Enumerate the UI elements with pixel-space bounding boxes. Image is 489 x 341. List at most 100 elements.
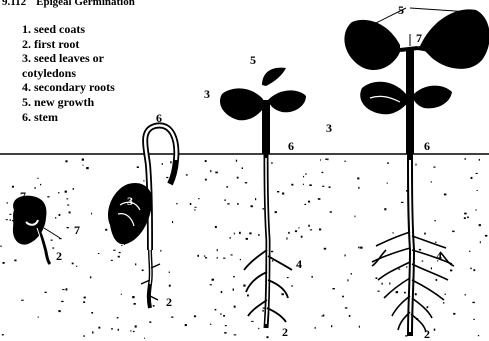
soil-speck bbox=[162, 163, 163, 165]
soil-speck bbox=[329, 186, 331, 188]
soil-speck bbox=[322, 172, 324, 173]
callout-stage4-five: 5 bbox=[398, 4, 404, 16]
soil-speck bbox=[398, 269, 400, 270]
soil-speck bbox=[282, 193, 284, 195]
soil-speck bbox=[47, 196, 49, 197]
soil-speck bbox=[58, 310, 60, 312]
stage-3-new-growth bbox=[262, 68, 286, 86]
soil-speck bbox=[479, 159, 480, 161]
soil-speck bbox=[86, 167, 89, 169]
soil-speck bbox=[142, 270, 144, 272]
soil-speck bbox=[55, 217, 56, 219]
soil-speck bbox=[83, 165, 84, 166]
callout-stage3-five: 5 bbox=[250, 54, 256, 66]
soil-speck bbox=[478, 335, 479, 336]
soil-speck bbox=[401, 202, 404, 203]
legend: 1. seed coats 2. first root 3. seed leav… bbox=[22, 22, 142, 124]
soil-speck bbox=[251, 321, 254, 322]
soil-speck bbox=[38, 317, 39, 318]
soil-speck bbox=[323, 315, 324, 317]
soil-speck bbox=[332, 288, 335, 289]
soil-speck bbox=[434, 329, 436, 331]
soil-speck bbox=[144, 338, 145, 339]
soil-speck bbox=[291, 184, 293, 186]
soil-speck bbox=[312, 276, 313, 278]
soil-speck bbox=[0, 246, 2, 247]
soil-speck bbox=[224, 199, 225, 201]
soil-speck bbox=[309, 184, 312, 186]
soil-speck bbox=[239, 232, 241, 234]
soil-speck bbox=[135, 263, 136, 265]
soil-speck bbox=[464, 217, 466, 219]
soil-speck bbox=[251, 205, 253, 207]
callout-stage3-six: 6 bbox=[288, 140, 294, 152]
callout-stage4-two: 2 bbox=[424, 328, 430, 340]
soil-speck bbox=[435, 242, 437, 243]
soil-speck bbox=[310, 229, 312, 230]
soil-speck bbox=[172, 221, 173, 223]
soil-speck bbox=[445, 294, 446, 295]
soil-speck bbox=[452, 231, 454, 233]
stage-4-cotyledon-left bbox=[360, 82, 410, 115]
seedling-stage-1 bbox=[13, 196, 50, 264]
soil-speck bbox=[427, 306, 429, 308]
stage-4-new-growth-right bbox=[420, 9, 489, 69]
soil-speck bbox=[476, 209, 477, 210]
soil-speck bbox=[67, 227, 69, 228]
soil-speck bbox=[389, 283, 390, 285]
soil-speck bbox=[415, 293, 417, 295]
soil-speck bbox=[166, 177, 168, 178]
soil-speck bbox=[119, 252, 121, 253]
soil-speck bbox=[132, 296, 134, 298]
soil-speck bbox=[450, 270, 452, 272]
soil-speck bbox=[298, 227, 299, 228]
soil-speck bbox=[288, 232, 290, 234]
soil-speck bbox=[324, 248, 327, 250]
soil-speck bbox=[434, 220, 435, 221]
soil-speck bbox=[351, 273, 352, 274]
soil-speck bbox=[223, 315, 225, 317]
callout-stage1-seven: 7 bbox=[74, 224, 80, 236]
soil-speck bbox=[271, 162, 273, 163]
soil-speck bbox=[247, 295, 249, 297]
soil-speck bbox=[91, 213, 92, 215]
soil-speck bbox=[331, 325, 332, 327]
soil-speck bbox=[431, 267, 432, 269]
callout-stage3-four: 4 bbox=[296, 258, 302, 270]
soil-speck bbox=[245, 182, 247, 183]
soil-speck bbox=[325, 159, 327, 160]
soil-speck bbox=[387, 162, 389, 163]
soil-speck bbox=[121, 245, 122, 246]
soil-speck bbox=[237, 203, 239, 205]
soil-speck bbox=[212, 279, 215, 281]
soil-speck bbox=[66, 288, 68, 290]
soil-speck bbox=[220, 314, 222, 315]
soil-speck bbox=[65, 160, 67, 162]
callout-stage4-six: 6 bbox=[424, 140, 430, 152]
soil-speck bbox=[210, 284, 212, 285]
legend-item-seed-coats: 1. seed coats bbox=[22, 22, 142, 37]
legend-item-secondary-roots: 4. secondary roots bbox=[22, 80, 142, 95]
soil-speck bbox=[118, 329, 119, 331]
legend-item-first-root: 2. first root bbox=[22, 37, 142, 52]
soil-speck bbox=[91, 312, 93, 314]
soil-speck bbox=[281, 293, 284, 295]
soil-speck bbox=[275, 211, 277, 213]
soil-speck bbox=[249, 232, 251, 234]
soil-speck bbox=[234, 306, 236, 308]
legend-item-stem: 6. stem bbox=[22, 110, 142, 125]
soil-speck bbox=[227, 203, 229, 204]
soil-speck bbox=[263, 208, 265, 209]
soil-speck bbox=[479, 224, 481, 226]
soil-speck bbox=[382, 283, 383, 285]
soil-speck bbox=[443, 302, 444, 304]
soil-speck bbox=[215, 172, 218, 174]
callout-stage2-two: 2 bbox=[166, 296, 172, 308]
soil-speck bbox=[134, 303, 136, 305]
callout-stage1-seven-top: 7 bbox=[20, 190, 26, 202]
soil-speck bbox=[233, 289, 234, 291]
soil-speck bbox=[149, 321, 151, 323]
soil-speck bbox=[246, 238, 248, 240]
soil-speck bbox=[117, 317, 119, 318]
soil-speck bbox=[467, 217, 469, 219]
